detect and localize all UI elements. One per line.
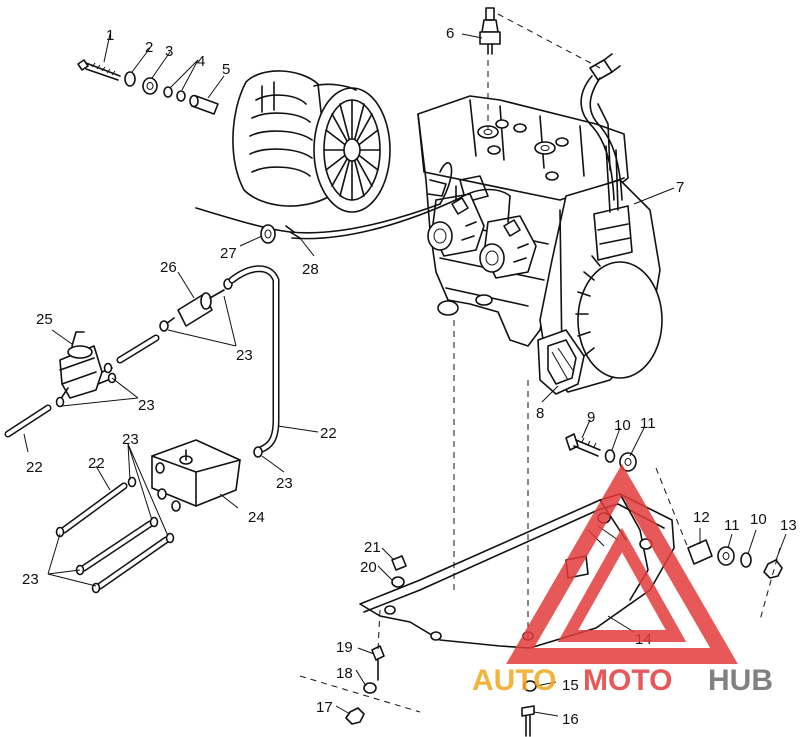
callout-21: 21: [364, 539, 381, 556]
callout-26: 26: [160, 259, 177, 276]
pulse-lines: [55, 476, 175, 594]
callout-16: 16: [562, 711, 579, 728]
callout-13: 13: [780, 517, 797, 534]
carburetors: [427, 185, 537, 279]
callout-17: 17: [316, 699, 333, 716]
callout-labels: 1 2 3 4 5 6 7 8 9 10 11 12 11 10 13 14 1…: [22, 25, 797, 728]
callout-23d: 23: [122, 431, 139, 448]
fuel-line-short: [116, 334, 160, 364]
callout-27: 27: [220, 245, 237, 262]
fuel-line-pump-out: [4, 404, 52, 438]
callout-11: 11: [640, 415, 656, 432]
callout-23: 23: [236, 347, 253, 364]
fuel-filter: [159, 278, 233, 332]
starter-handle: [537, 329, 585, 395]
callout-3: 3: [165, 43, 173, 60]
engine-mount-plate: [359, 493, 675, 649]
callout-19: 19: [336, 639, 353, 656]
oil-tank: [151, 439, 241, 512]
watermark-text-auto: AUTO: [472, 664, 556, 697]
throttle-cable: [195, 161, 511, 240]
mount-hardware-left: [345, 555, 407, 725]
callout-10: 10: [614, 417, 631, 434]
fuel-pump: [55, 331, 117, 408]
leader-lines: [23, 33, 787, 717]
spark-plug: [479, 7, 501, 55]
callout-23b: 23: [138, 397, 155, 414]
watermark-logo: AUTO MOTO HUB: [472, 464, 773, 697]
spark-plug-wires: [580, 53, 623, 201]
callout-25: 25: [36, 311, 53, 328]
bolt-stack-top-left: [77, 59, 219, 115]
callout-12: 12: [693, 509, 710, 526]
callout-23e: 23: [22, 571, 39, 588]
callout-15: 15: [562, 677, 579, 694]
callout-28: 28: [302, 261, 319, 278]
callout-18: 18: [336, 665, 353, 682]
callout-24: 24: [248, 509, 265, 526]
centerlines: [299, 13, 781, 713]
callout-2: 2: [145, 39, 153, 56]
drive-clutch: [232, 70, 391, 213]
callout-23c: 23: [276, 475, 293, 492]
watermark-text-moto: MOTO: [583, 664, 672, 697]
callout-1: 1: [106, 27, 114, 44]
callout-9: 9: [587, 409, 595, 426]
callout-6: 6: [446, 25, 454, 42]
callout-7: 7: [676, 179, 684, 196]
callout-22b: 22: [88, 455, 105, 472]
fuel-line-long: [228, 265, 280, 458]
mount-hardware-right: [687, 539, 783, 579]
cable-clamp: [260, 224, 276, 244]
watermark-text-hub: HUB: [708, 664, 773, 697]
callout-5: 5: [222, 61, 230, 78]
callout-22c: 22: [26, 459, 43, 476]
mount-bolt-9: [565, 433, 637, 472]
callout-4: 4: [197, 53, 205, 70]
callout-20: 20: [360, 559, 377, 576]
callout-8: 8: [536, 405, 544, 422]
callout-11b: 11: [724, 517, 740, 534]
callout-22: 22: [320, 425, 337, 442]
callout-10b: 10: [750, 511, 767, 528]
